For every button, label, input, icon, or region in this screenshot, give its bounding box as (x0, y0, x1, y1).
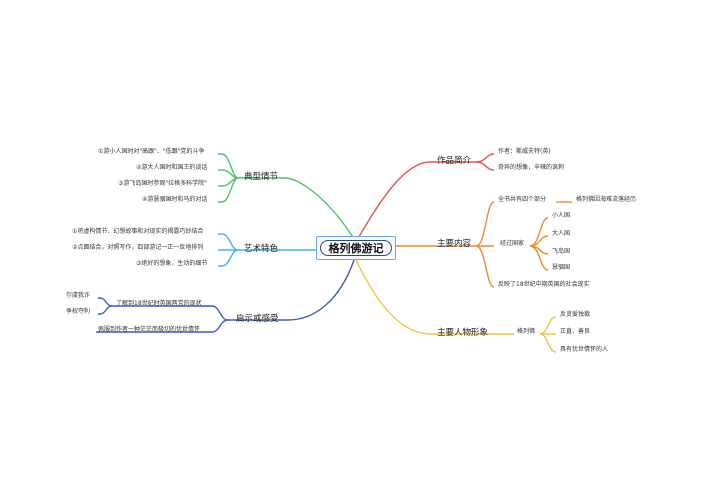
content-parts-detail[interactable]: 格列佛因海难流落经历 (576, 196, 637, 203)
connector-inspiration (96, 259, 355, 333)
topic-intro[interactable]: 作品简介 (437, 156, 472, 166)
connector-intro (355, 153, 495, 243)
topic-art[interactable]: 艺术特色 (244, 244, 279, 254)
topic-plot[interactable]: 典型情节 (244, 172, 279, 182)
content-reflect[interactable]: 反映了18世纪中期英国的社会现实 (498, 281, 590, 288)
content-parts[interactable]: 全书共有四个部分 (498, 196, 547, 203)
inspiration-sub-2[interactable]: 争权夺利 (66, 308, 91, 315)
trait-3[interactable]: 具有忧世情怀的人 (560, 346, 609, 353)
plot-item-1[interactable]: ①游小人国时对"高跟"、"低跟"党的斗争 (98, 148, 205, 155)
inspiration-item-1[interactable]: 了解到18世纪时英国两党的现状 (116, 300, 202, 307)
topic-inspiration[interactable]: 启示或感受 (236, 314, 279, 324)
trait-1[interactable]: 反贪爱独裁 (560, 311, 591, 318)
content-countries[interactable]: 经过国家 (500, 240, 525, 247)
connector-content (396, 201, 572, 288)
connector-art (218, 233, 316, 267)
central-topic[interactable]: 格列佛游记 (316, 236, 396, 260)
country-1[interactable]: 小人国 (552, 212, 571, 219)
country-4[interactable]: 慧骃国 (552, 264, 571, 271)
inspiration-item-2[interactable]: 佩服到作者一种茫茫而极切的忧世情怀 (98, 326, 201, 333)
connector-characters (355, 259, 557, 353)
plot-item-4[interactable]: ④游慧骃国时和马的对话 (142, 196, 208, 203)
country-3[interactable]: 飞岛国 (552, 248, 571, 255)
connector-plot (218, 153, 357, 243)
inspiration-sub-1[interactable]: 尔虞我诈 (66, 292, 91, 299)
art-item-1[interactable]: ①将虚构情节、幻想故事和对现实的揭露巧妙结合 (72, 228, 204, 235)
trait-2[interactable]: 正直、善良 (560, 328, 591, 335)
central-topic-label: 格列佛游记 (320, 240, 392, 256)
art-item-3[interactable]: ③绝好的想象，生动的细节 (136, 260, 208, 267)
plot-item-3[interactable]: ③游飞岛国时参观"拉格多科学院" (118, 180, 207, 187)
art-item-2[interactable]: ②点面结合，对照写作，四部游记一正一反地排列 (72, 244, 204, 251)
intro-item-1[interactable]: 作者：斯威夫特(英) (498, 148, 551, 155)
topic-content[interactable]: 主要内容 (437, 239, 472, 249)
plot-item-2[interactable]: ②游大人国时和国王的谈话 (136, 164, 208, 171)
intro-item-2[interactable]: 奇异的想像，辛辣的讽刺 (498, 164, 565, 171)
topic-characters[interactable]: 主要人物形象 (437, 328, 489, 338)
character-name[interactable]: 格列佛 (517, 328, 536, 335)
country-2[interactable]: 大人国 (552, 230, 571, 237)
